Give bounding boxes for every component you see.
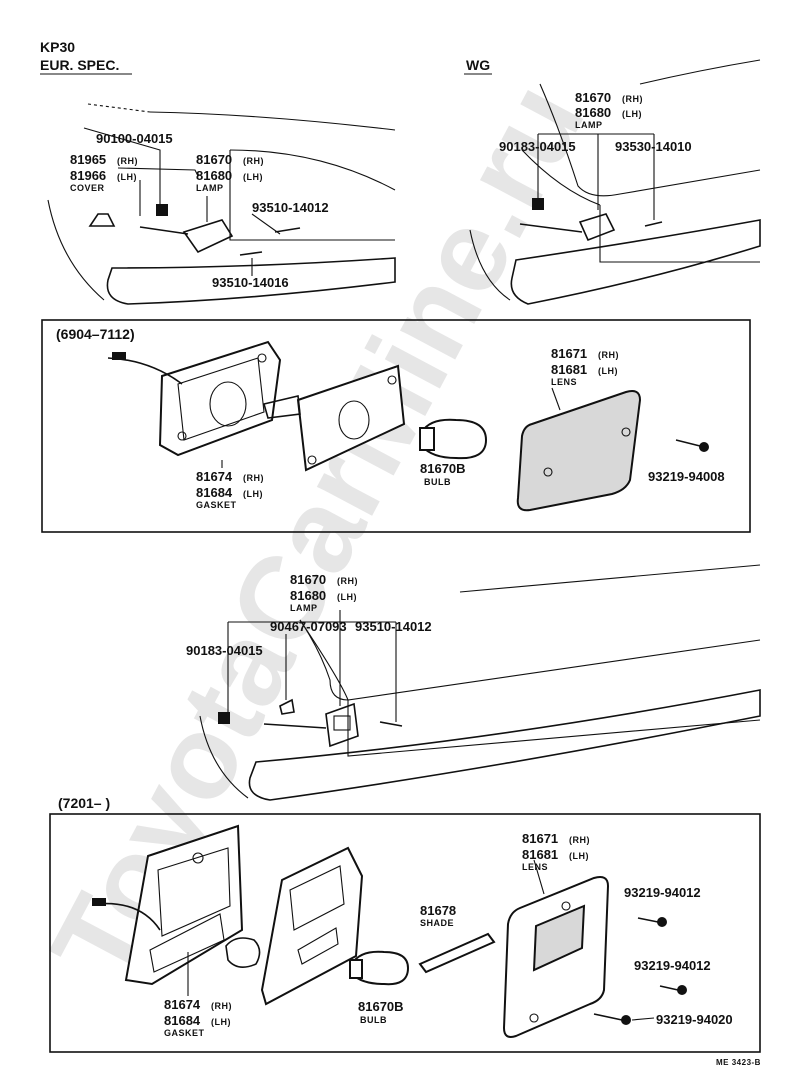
eur-screw-top-number: 90100-04015 bbox=[96, 131, 173, 146]
upper-lens-lh-side: (LH) bbox=[598, 366, 618, 376]
middle-lamp-lh-side: (LH) bbox=[337, 592, 357, 602]
eur-cover-rh-side: (RH) bbox=[117, 156, 138, 166]
wg-car-outline bbox=[469, 59, 761, 305]
lower-shade bbox=[418, 932, 496, 974]
upper-bulb bbox=[419, 418, 488, 460]
lower-shade-number: 81678 bbox=[420, 903, 456, 918]
wg-nut-number: 90183-04015 bbox=[499, 139, 576, 154]
upper-detail-frame bbox=[41, 319, 751, 533]
middle-lamp-assembly bbox=[218, 698, 403, 748]
eur-screw-a-number: 93510-14012 bbox=[252, 200, 329, 215]
lower-bulb-name: BULB bbox=[360, 1015, 387, 1025]
lower-lens bbox=[502, 876, 610, 1038]
eur-lamp-rh-side: (RH) bbox=[243, 156, 264, 166]
upper-screw bbox=[675, 439, 709, 452]
eur-cover-lh-number: 81966 bbox=[70, 168, 106, 183]
footer-code: ME 3423-B bbox=[716, 1058, 761, 1067]
upper-gasket bbox=[107, 340, 282, 457]
wg-lamp-lh-number: 81680 bbox=[575, 105, 611, 120]
lower-lens-leader bbox=[533, 859, 545, 895]
middle-lamp-rh-number: 81670 bbox=[290, 572, 326, 587]
middle-nut-a-number: 90467-07093 bbox=[270, 619, 347, 634]
middle-lamp-lh-number: 81680 bbox=[290, 588, 326, 603]
lower-screws bbox=[593, 917, 687, 1025]
upper-gasket-rh-number: 81674 bbox=[196, 469, 233, 484]
model-label: KP30 bbox=[40, 39, 75, 55]
lower-gasket bbox=[92, 824, 244, 986]
wg-lamp-name: LAMP bbox=[575, 120, 603, 130]
lower-lens-lh-number: 81681 bbox=[522, 847, 558, 862]
wg-leaders bbox=[537, 133, 655, 220]
eur-cover-lh-side: (LH) bbox=[117, 172, 137, 182]
upper-lens-lh-number: 81681 bbox=[551, 362, 587, 377]
lower-screw-a-number: 93219-94012 bbox=[624, 885, 701, 900]
upper-gasket-name: GASKET bbox=[196, 500, 237, 510]
upper-bulb-name: BULB bbox=[424, 477, 451, 487]
lower-gasket-lh-number: 81684 bbox=[164, 1013, 201, 1028]
lower-gasket-rh-number: 81674 bbox=[164, 997, 201, 1012]
middle-nut-b-number: 90183-04015 bbox=[186, 643, 263, 658]
spec-label: EUR. SPEC. bbox=[40, 57, 119, 73]
eur-spec-leaders bbox=[83, 127, 281, 276]
lower-bulb bbox=[349, 950, 410, 986]
middle-leaders bbox=[227, 610, 397, 722]
lower-lens-rh-number: 81671 bbox=[522, 831, 558, 846]
upper-lens-leader bbox=[551, 387, 561, 411]
eur-screw-b-number: 93510-14016 bbox=[212, 275, 289, 290]
lower-gasket-rh-side: (RH) bbox=[211, 1001, 232, 1011]
eur-lamp-lh-side: (LH) bbox=[243, 172, 263, 182]
middle-car-outline bbox=[199, 564, 761, 801]
eur-spec-lamp-assembly bbox=[88, 204, 301, 256]
lower-lamp-housing bbox=[225, 846, 364, 1006]
upper-gasket-lh-side: (LH) bbox=[243, 489, 263, 499]
wg-lamp-lh-side: (LH) bbox=[622, 109, 642, 119]
lower-gasket-lh-side: (LH) bbox=[211, 1017, 231, 1027]
eur-lamp-rh-number: 81670 bbox=[196, 152, 232, 167]
upper-lens bbox=[516, 390, 642, 512]
wg-label: WG bbox=[466, 57, 490, 73]
eur-cover-name: COVER bbox=[70, 183, 105, 193]
middle-lamp-rh-side: (RH) bbox=[337, 576, 358, 586]
eur-lamp-lh-number: 81680 bbox=[196, 168, 232, 183]
lower-screw-c-number: 93219-94020 bbox=[656, 1012, 733, 1027]
middle-lamp-name: LAMP bbox=[290, 603, 318, 613]
wg-screw-number: 93530-14010 bbox=[615, 139, 692, 154]
lower-gasket-name: GASKET bbox=[164, 1028, 205, 1038]
lower-lens-rh-side: (RH) bbox=[569, 835, 590, 845]
wg-lamp-rh-side: (RH) bbox=[622, 94, 643, 104]
upper-lens-name: LENS bbox=[551, 377, 577, 387]
wg-lamp-assembly bbox=[519, 198, 663, 242]
upper-lens-rh-number: 81671 bbox=[551, 346, 587, 361]
eur-spec-car-outline bbox=[47, 103, 396, 305]
eur-cover-rh-number: 81965 bbox=[70, 152, 106, 167]
lower-detail-frame bbox=[49, 813, 761, 1053]
lower-range-label: (7201– ) bbox=[58, 795, 110, 811]
wg-lamp-rh-number: 81670 bbox=[575, 90, 611, 105]
lower-screw-b-number: 93219-94012 bbox=[634, 958, 711, 973]
middle-screw-number: 93510-14012 bbox=[355, 619, 432, 634]
upper-gasket-lh-number: 81684 bbox=[196, 485, 233, 500]
eur-lamp-name: LAMP bbox=[196, 183, 224, 193]
lower-lens-name: LENS bbox=[522, 862, 548, 872]
upper-screw-number: 93219-94008 bbox=[648, 469, 725, 484]
upper-lamp-housing bbox=[263, 364, 406, 472]
upper-gasket-rh-side: (RH) bbox=[243, 473, 264, 483]
upper-bulb-number: 81670B bbox=[420, 461, 466, 476]
lower-shade-name: SHADE bbox=[420, 918, 454, 928]
lower-bulb-number: 81670B bbox=[358, 999, 404, 1014]
upper-lens-rh-side: (RH) bbox=[598, 350, 619, 360]
lower-lens-lh-side: (LH) bbox=[569, 851, 589, 861]
upper-range-label: (6904–7112) bbox=[56, 326, 135, 342]
